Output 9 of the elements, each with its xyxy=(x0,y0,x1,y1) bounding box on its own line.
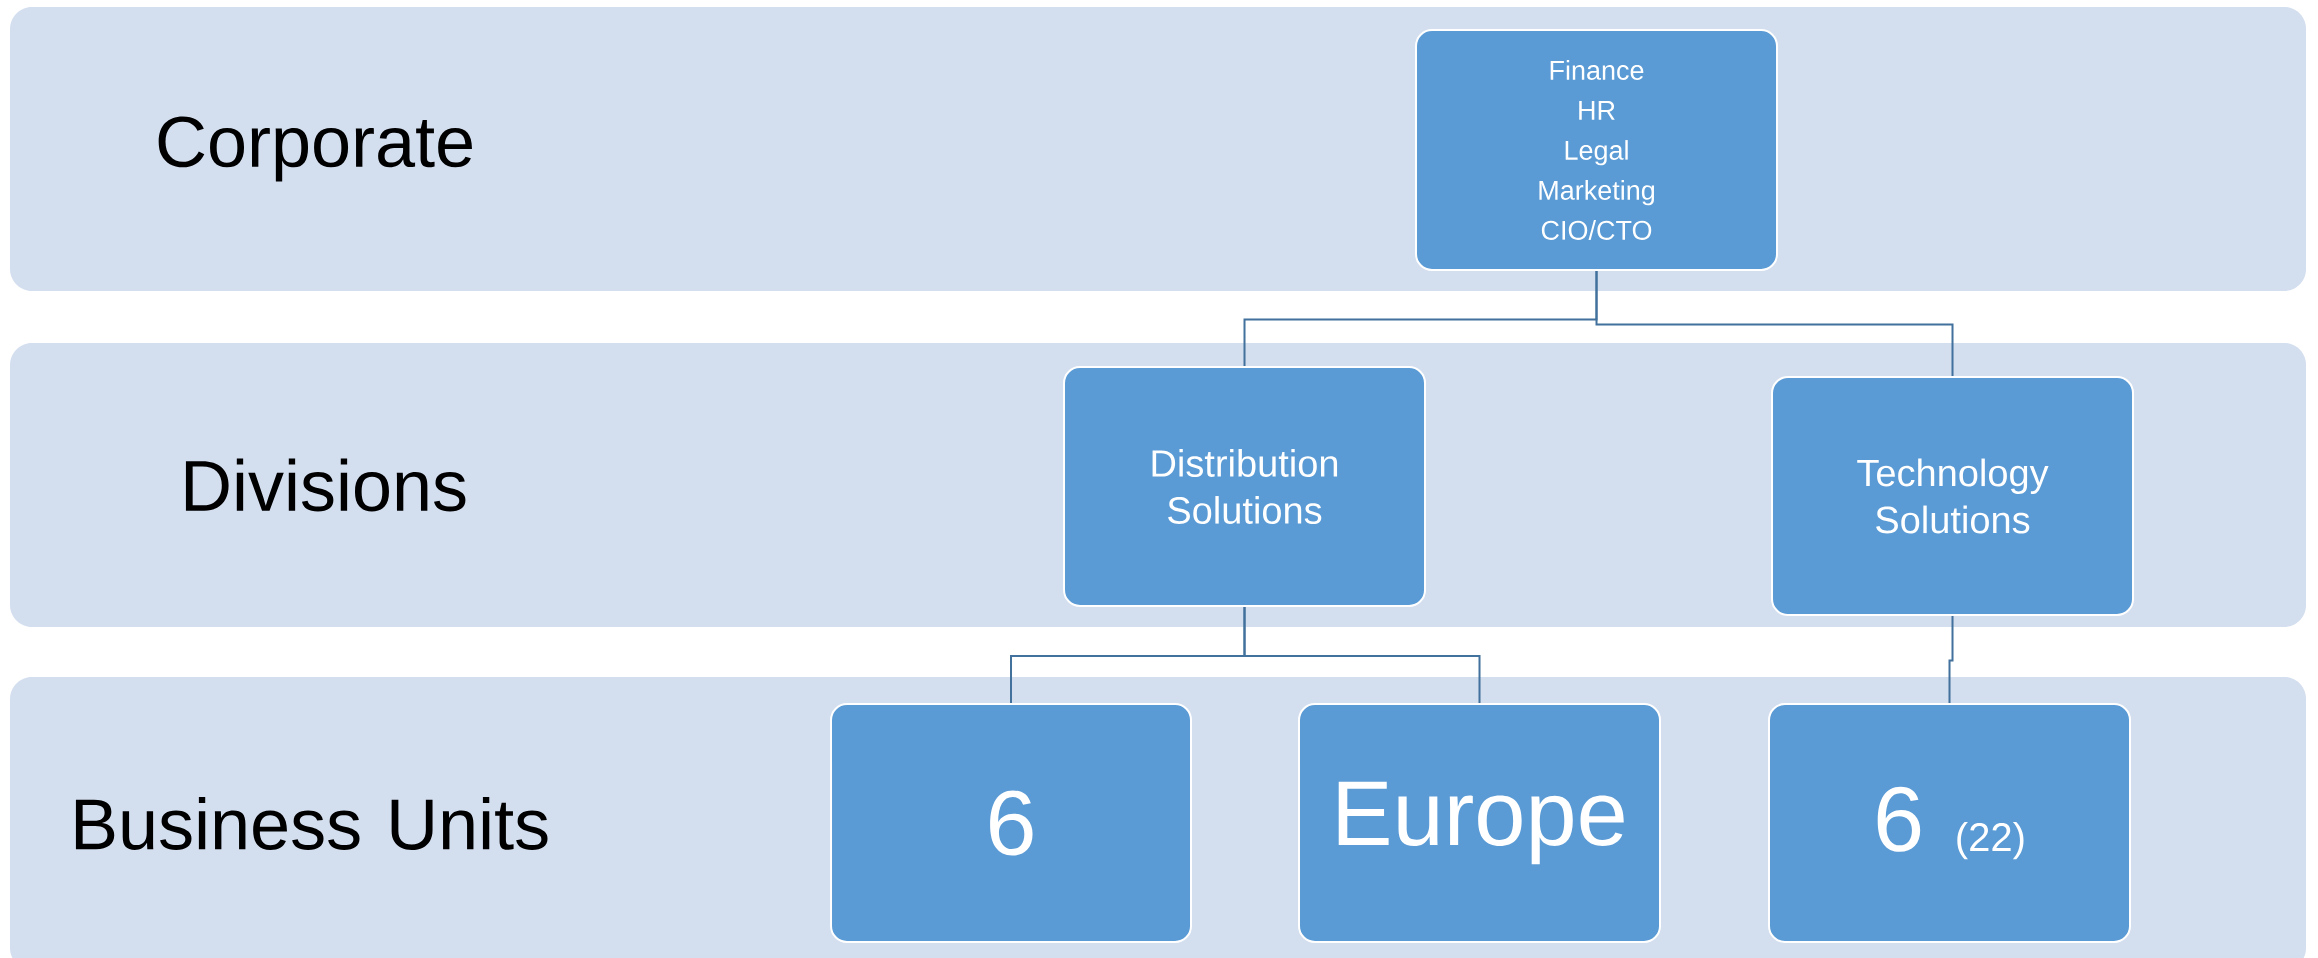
org-box: Technology Solutions xyxy=(1771,376,2134,616)
connector xyxy=(1948,615,1954,704)
org-box: 6 xyxy=(830,703,1192,943)
org-box: Europe xyxy=(1298,703,1661,943)
org-box: Distribution Solutions xyxy=(1063,366,1426,607)
org-box: Finance HR Legal Marketing CIO/CTO xyxy=(1415,29,1778,271)
connector xyxy=(1243,606,1481,704)
connector xyxy=(1595,270,1954,377)
org-box: 6 (22) xyxy=(1768,703,2131,943)
